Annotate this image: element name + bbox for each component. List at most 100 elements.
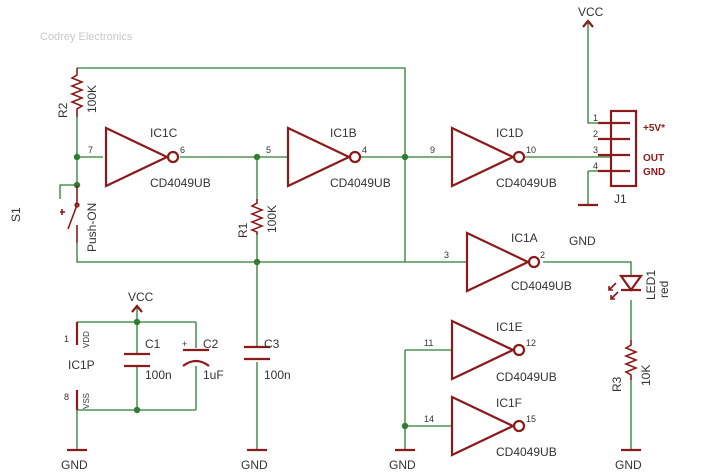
led-emission-arrow bbox=[610, 291, 619, 300]
pin-out: 15 bbox=[526, 414, 536, 424]
junction bbox=[253, 258, 261, 266]
gnd-label: GND bbox=[241, 458, 268, 472]
junction bbox=[133, 406, 141, 414]
inverter-triangle bbox=[450, 395, 516, 457]
capacitor-polarity: + bbox=[182, 339, 187, 349]
led-name: LED1 bbox=[644, 270, 658, 300]
ic1p-power: 1 VDD 8 VSS IC1P bbox=[64, 322, 95, 410]
capacitor-plates bbox=[244, 345, 270, 361]
capacitor-c3: C3 100n bbox=[244, 337, 291, 382]
junction bbox=[401, 153, 409, 161]
pin-in: 11 bbox=[424, 338, 433, 348]
gnd-label: GND bbox=[569, 234, 596, 248]
vcc-arrow-icon bbox=[582, 19, 594, 28]
connector-name: J1 bbox=[614, 192, 627, 206]
inverter-triangle bbox=[465, 231, 531, 293]
junction bbox=[73, 153, 81, 161]
gate-name: IC1C bbox=[150, 126, 178, 140]
resistor-value: 100K bbox=[265, 205, 279, 233]
wire-top-rail bbox=[77, 67, 406, 262]
pin-in: 9 bbox=[430, 145, 435, 155]
gate-ic1b: IC1B CD4049UB 5 4 bbox=[266, 126, 391, 190]
gate-name: IC1D bbox=[496, 126, 524, 140]
led-color: red bbox=[657, 281, 671, 298]
wire-bottom-rail bbox=[76, 243, 405, 263]
pin-out: 2 bbox=[540, 250, 545, 260]
connector-label-gnd: GND bbox=[643, 167, 665, 178]
wire-vcc-j1 bbox=[587, 22, 611, 124]
inverter-bubble bbox=[512, 419, 526, 433]
switch-value: Push-ON bbox=[85, 203, 99, 252]
inverter-bubble bbox=[512, 343, 526, 357]
gate-ic1f: IC1F CD4049UB 14 15 bbox=[424, 395, 557, 459]
switch-name: S1 bbox=[9, 207, 23, 222]
resistor-name: R2 bbox=[56, 102, 70, 118]
resistor-zigzag bbox=[249, 199, 265, 235]
switch-contact bbox=[74, 202, 80, 208]
vcc-label: VCC bbox=[578, 5, 604, 19]
gate-ic1a: IC1A CD4049UB 3 2 bbox=[444, 231, 572, 293]
ic1p-pin-vdd: 1 bbox=[64, 334, 69, 344]
capacitor-c1: C1 100n bbox=[124, 337, 172, 382]
inverter-bubble bbox=[527, 255, 541, 269]
inverter-triangle bbox=[286, 126, 352, 188]
ic1p-vss-label: VSS bbox=[82, 393, 91, 409]
connector-label-out: OUT bbox=[643, 153, 664, 164]
led-emission-arrow bbox=[608, 282, 617, 291]
resistor-r2: R2 100K bbox=[56, 68, 99, 118]
capacitor-value: 1uF bbox=[203, 368, 224, 382]
capacitor-name: C1 bbox=[145, 337, 161, 351]
pin-out: 12 bbox=[526, 338, 536, 348]
wire-s1-top bbox=[59, 184, 77, 199]
switch-blade bbox=[67, 204, 78, 230]
pin-out: 4 bbox=[362, 145, 367, 155]
gnd-label: GND bbox=[389, 458, 416, 472]
gate-ic1e: IC1E CD4049UB 11 12 bbox=[424, 319, 557, 384]
gnd-symbol-3: GND bbox=[389, 448, 416, 472]
gate-part: CD4049UB bbox=[330, 176, 391, 190]
ic1p-vdd-label: VDD bbox=[82, 331, 91, 348]
capacitor-value: 100n bbox=[145, 368, 172, 382]
junction bbox=[133, 318, 141, 326]
ic1p-pin-vss: 8 bbox=[64, 392, 69, 402]
pin-out: 10 bbox=[526, 145, 536, 155]
watermark: Codrey Electronics bbox=[40, 31, 133, 43]
pin-in: 7 bbox=[88, 145, 93, 155]
inverter-bubble bbox=[348, 150, 362, 164]
connector-body bbox=[609, 109, 638, 188]
connector-pin-3: 3 bbox=[593, 145, 598, 155]
pin-in: 5 bbox=[266, 145, 271, 155]
connector-pin-4: 4 bbox=[593, 161, 598, 171]
gate-part: CD4049UB bbox=[496, 370, 557, 384]
gate-name: IC1F bbox=[496, 396, 522, 410]
connector-pin-1: 1 bbox=[593, 113, 598, 123]
resistor-r1: R1 100K bbox=[236, 199, 279, 238]
switch-s1: S1 Push-ON bbox=[9, 185, 99, 252]
gate-name: IC1B bbox=[330, 126, 357, 140]
resistor-r3: R3 10K bbox=[610, 340, 653, 392]
led-led1: LED1 red bbox=[608, 270, 671, 300]
vcc-label: VCC bbox=[128, 290, 154, 304]
vcc-symbol-ic1p: VCC bbox=[128, 290, 154, 313]
gate-name: IC1A bbox=[511, 231, 538, 245]
led-triangle bbox=[618, 274, 644, 292]
resistor-name: R3 bbox=[610, 376, 624, 392]
wire-ic1a-out bbox=[543, 261, 632, 275]
inverter-bubble bbox=[512, 150, 526, 164]
switch-actuator bbox=[60, 209, 65, 215]
capacitor-name: C2 bbox=[203, 337, 219, 351]
inverter-triangle bbox=[104, 126, 170, 188]
pin-out: 6 bbox=[180, 145, 185, 155]
gnd-symbol-4: GND bbox=[615, 448, 642, 472]
gnd-label: GND bbox=[615, 458, 642, 472]
gnd-symbol-1: GND bbox=[61, 448, 88, 472]
junctions bbox=[73, 153, 409, 430]
resistor-value: 100K bbox=[85, 85, 99, 113]
inverter-triangle bbox=[450, 319, 516, 381]
resistor-zigzag bbox=[623, 340, 639, 380]
inverter-triangle bbox=[450, 126, 516, 188]
gate-part: CD4049UB bbox=[496, 176, 557, 190]
pin-in: 3 bbox=[444, 250, 449, 260]
gate-name: IC1E bbox=[496, 320, 523, 334]
